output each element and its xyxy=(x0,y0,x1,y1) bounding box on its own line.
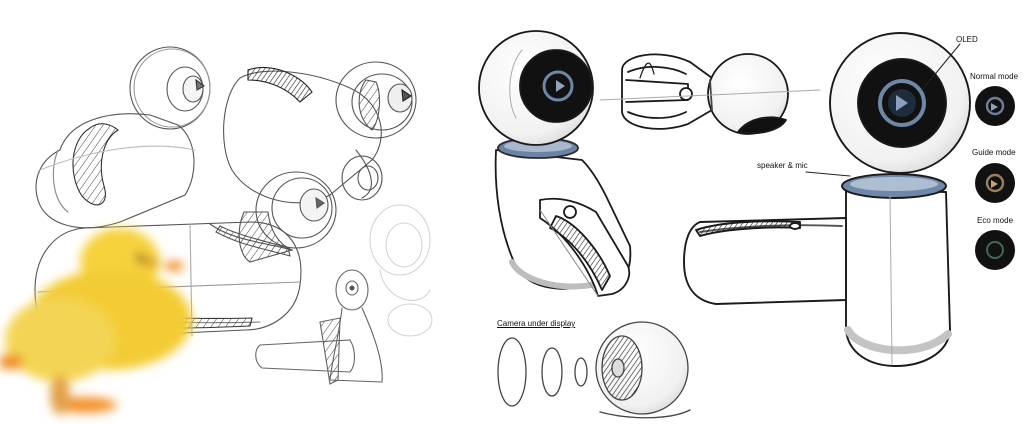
camera-under-display-sketch xyxy=(497,321,691,419)
speaker-mic-annotation: speaker & mic xyxy=(757,161,808,170)
oled-annotation: OLED xyxy=(956,35,978,44)
product-render-right xyxy=(683,32,971,367)
eco-mode-label: Eco mode xyxy=(977,216,1014,225)
faint-background-sketches xyxy=(369,204,433,337)
chick-photo xyxy=(0,228,192,415)
concept-small-stand xyxy=(255,269,383,385)
device-three-quarter-view xyxy=(478,30,632,297)
guide-mode-label: Guide mode xyxy=(972,148,1016,157)
concept-sketches-left xyxy=(34,46,433,385)
mode-indicators xyxy=(975,86,1015,270)
normal-mode-indicator xyxy=(975,86,1015,126)
product-render-center xyxy=(478,30,821,419)
normal-mode-label: Normal mode xyxy=(970,72,1019,81)
concept-angled-capsule xyxy=(223,61,417,204)
concept-capsule-with-sphere xyxy=(35,46,211,229)
camera-under-display-annotation: Camera under display xyxy=(497,319,576,328)
device-top-view xyxy=(599,53,821,135)
eco-mode-indicator xyxy=(975,230,1015,270)
guide-mode-indicator xyxy=(975,163,1015,203)
concept-lower-capsule xyxy=(238,171,337,263)
